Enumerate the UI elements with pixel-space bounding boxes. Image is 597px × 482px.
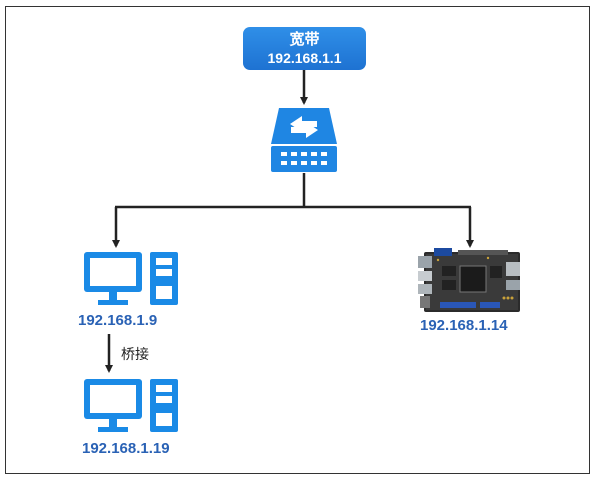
dev-board-icon xyxy=(418,248,520,312)
pc1-ip: 192.168.1.9 xyxy=(78,312,158,329)
broadband-node: 宽带 192.168.1.1 xyxy=(243,27,366,70)
broadband-ip: 192.168.1.1 xyxy=(267,50,342,66)
board-ip: 192.168.1.14 xyxy=(420,317,508,334)
pc2-ip: 192.168.1.19 xyxy=(82,440,170,457)
broadband-label: 宽带 xyxy=(289,30,320,48)
computer-icon xyxy=(84,379,178,432)
bridge-label: 桥接 xyxy=(121,347,149,363)
computer-icon xyxy=(84,252,178,305)
switch-icon xyxy=(271,108,337,172)
